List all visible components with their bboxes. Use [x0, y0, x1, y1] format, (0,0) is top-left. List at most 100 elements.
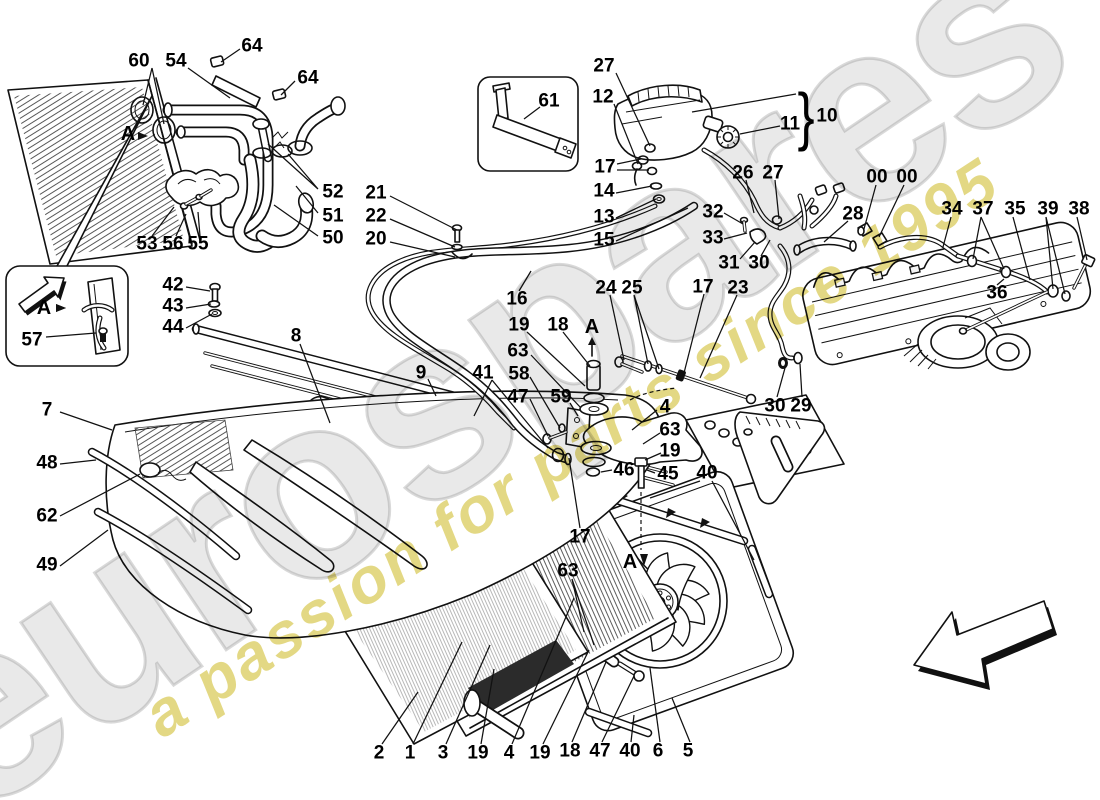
inset-arrow-ne-icon — [18, 276, 67, 316]
callout-25: 25 — [621, 277, 643, 299]
inset-box-a — [5, 265, 129, 367]
callout-19: 19 — [467, 742, 489, 764]
callout-14: 14 — [593, 180, 615, 202]
callout-22: 22 — [365, 205, 387, 227]
leader-lines — [59, 48, 1088, 745]
callout-64: 64 — [241, 35, 263, 57]
callout-18: 18 — [547, 314, 569, 336]
callout-19: 19 — [659, 440, 681, 462]
callout-53: 53 — [136, 233, 158, 255]
callout-44: 44 — [162, 316, 184, 338]
callout-50: 50 — [322, 227, 344, 249]
hose-26-cluster — [701, 147, 846, 245]
callout-4: 4 — [503, 742, 515, 764]
callout-23: 23 — [727, 277, 749, 299]
callout-31: 31 — [718, 252, 740, 274]
callout-19: 19 — [529, 742, 551, 764]
callout-57: 57 — [21, 329, 43, 351]
windshield — [105, 390, 662, 639]
callout-11: 11 — [779, 113, 801, 135]
callout-56: 56 — [162, 233, 184, 255]
sail-bracket — [734, 411, 826, 505]
section-arrows — [56, 304, 648, 566]
clamp-60 — [130, 96, 176, 144]
callout-58: 58 — [508, 363, 530, 385]
callout-13: 13 — [593, 206, 615, 228]
support-bar-40-right — [747, 544, 774, 599]
hose-clamp-20 — [451, 224, 473, 260]
callout-40: 40 — [696, 462, 718, 484]
callout-19: 19 — [508, 314, 530, 336]
callout-35: 35 — [1004, 198, 1026, 220]
callout-17: 17 — [692, 276, 714, 298]
callout-A: A — [120, 123, 136, 145]
callout-54: 54 — [165, 50, 187, 72]
callout-18: 18 — [559, 740, 581, 762]
callout-48: 48 — [36, 452, 58, 474]
callout-9: 9 — [415, 362, 427, 384]
callout-3: 3 — [437, 742, 449, 764]
callout-21: 21 — [365, 182, 387, 204]
screw-42-43-44 — [207, 282, 222, 318]
breather-pipe-assembly — [857, 222, 1096, 335]
callout-28: 28 — [842, 203, 864, 225]
callout-6: 6 — [652, 740, 664, 762]
callout-}: } — [797, 80, 815, 152]
callout-00: 00 — [896, 166, 918, 188]
expansion-tank — [613, 84, 740, 186]
callout-36: 36 — [986, 282, 1008, 304]
callout-20: 20 — [365, 228, 387, 250]
callout-A: A — [36, 297, 52, 319]
callout-00: 00 — [866, 166, 888, 188]
callout-52: 52 — [322, 181, 344, 203]
callout-7: 7 — [41, 399, 53, 421]
callout-17: 17 — [594, 156, 616, 178]
inset-box-61 — [477, 76, 579, 172]
callout-16: 16 — [506, 288, 528, 310]
callout-30: 30 — [748, 252, 770, 274]
bolt-38 — [1072, 253, 1096, 290]
callout-30: 30 — [764, 395, 786, 417]
callout-4: 4 — [659, 396, 671, 418]
callout-2: 2 — [373, 742, 385, 764]
direction-arrow-sw-icon — [913, 600, 1057, 690]
callout-39: 39 — [1037, 198, 1059, 220]
callout-43: 43 — [162, 295, 184, 317]
callout-A: A — [622, 551, 638, 573]
callout-55: 55 — [187, 233, 209, 255]
callout-1: 1 — [404, 742, 416, 764]
callout-26: 26 — [732, 162, 754, 184]
callout-59: 59 — [550, 386, 572, 408]
callout-64: 64 — [297, 67, 319, 89]
callout-32: 32 — [702, 201, 724, 223]
callout-10: 10 — [816, 105, 838, 127]
fitting-00 — [857, 222, 888, 247]
callout-38: 38 — [1068, 198, 1090, 220]
support-bar-40-bottom — [584, 707, 653, 738]
callout-37: 37 — [972, 198, 994, 220]
pipe-23 — [620, 243, 803, 405]
callout-45: 45 — [657, 463, 679, 485]
callout-42: 42 — [162, 274, 184, 296]
callout-5: 5 — [682, 740, 694, 762]
callout-46: 46 — [613, 459, 635, 481]
clip-31 — [739, 216, 767, 245]
callout-40: 40 — [619, 740, 641, 762]
callout-63: 63 — [507, 340, 529, 362]
bracket-4-assembly — [542, 356, 703, 550]
callout-34: 34 — [941, 198, 963, 220]
callout-27: 27 — [593, 55, 615, 77]
callout-A: A — [584, 316, 600, 338]
washer-cap-62 — [139, 462, 187, 481]
windshield-seals — [87, 447, 253, 615]
pipe-15 — [365, 203, 658, 431]
water-pipes-assembly — [130, 55, 346, 253]
hose-16 — [382, 201, 699, 466]
callout-61: 61 — [538, 90, 560, 112]
callout-24: 24 — [595, 277, 617, 299]
callout-15: 15 — [593, 229, 615, 251]
callout-62: 62 — [36, 505, 58, 527]
